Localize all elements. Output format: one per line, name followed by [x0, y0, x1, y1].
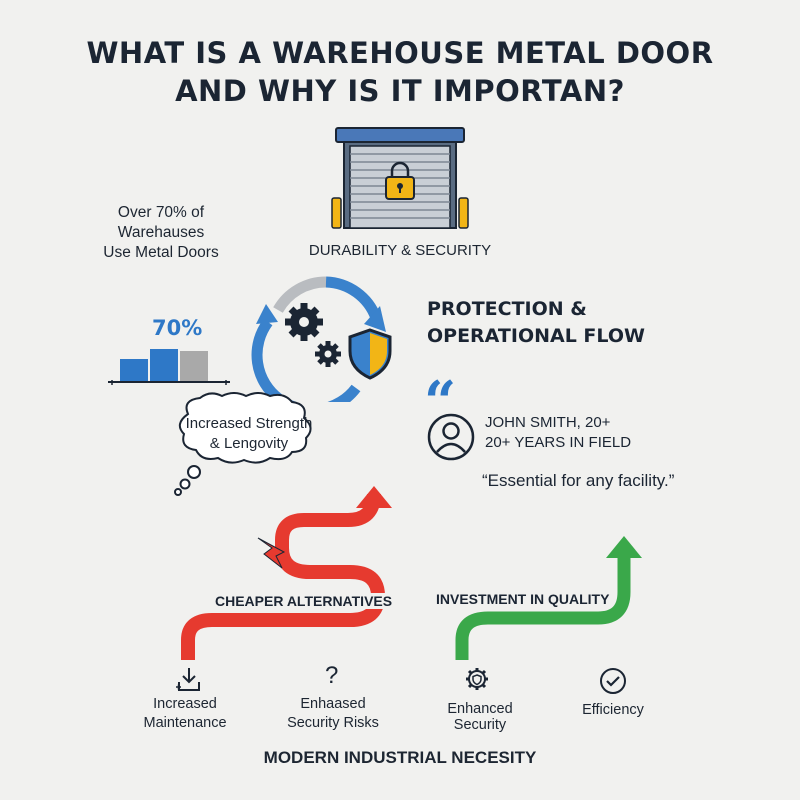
page-title: WHAT IS A WAREHOUSE METAL DOOR AND WHY I… — [0, 34, 800, 110]
shield-icon — [348, 328, 392, 380]
maintenance-line-1: Increased — [153, 696, 217, 712]
stat-text: Over 70% of Warehauses Use Metal Doors — [96, 203, 226, 263]
stat-bar — [150, 349, 178, 381]
stat-percent-label: 70% — [152, 316, 203, 340]
stat-line-2: Warehauses — [117, 224, 205, 241]
gear-small-icon — [315, 341, 341, 367]
protection-line-1: PROTECTION & — [427, 298, 587, 320]
green-path-arrow — [455, 536, 642, 660]
outcome-increased-maintenance: Increased Maintenance — [130, 695, 240, 733]
door-caption: DURABILITY & SECURITY — [308, 242, 492, 259]
warehouse-door-icon — [331, 127, 469, 229]
stat-line-3: Use Metal Doors — [103, 244, 219, 261]
testimonial-role: 20+ YEARS IN FIELD — [485, 434, 632, 451]
thought-bubble — [174, 392, 312, 496]
testimonial-author: JOHN SMITH, 20+ 20+ YEARS IN FIELD — [485, 413, 631, 453]
risks-line-2: Security Risks — [287, 715, 379, 731]
thought-line-2: & Lengovity — [209, 435, 289, 452]
stat-bar — [120, 359, 148, 381]
check-circle-icon — [600, 668, 626, 694]
thought-bubble-text: Increased Strength & Lengovity — [174, 414, 324, 454]
gear-icon — [285, 303, 323, 341]
quote-mark-icon: “ — [424, 369, 457, 435]
testimonial-quote: “Essential for any facility.” — [482, 471, 675, 490]
protection-line-2: OPERATIONAL FLOW — [427, 325, 645, 347]
cheaper-alternatives-label: CHEAPER ALTERNATIVES — [212, 593, 396, 609]
investment-label: INVESTMENT IN QUALITY — [436, 591, 610, 607]
gear-shield-icon — [466, 668, 488, 690]
risks-line-1: Enhaased — [300, 696, 366, 712]
thought-line-1: Increased Strength — [185, 415, 313, 432]
title-line-2: AND WHY IS IT IMPORTAN? — [175, 74, 625, 108]
operational-cycle-icon — [251, 276, 392, 402]
download-tray-icon — [176, 668, 200, 691]
person-avatar-icon — [427, 413, 475, 461]
outcome-enhanced-security: Enhanced Security — [447, 701, 513, 733]
question-mark-icon: ? — [325, 662, 339, 689]
bar-chart-icon — [108, 349, 230, 385]
stat-line-1: Over 70% of — [117, 204, 205, 221]
outcome-security-risks: Enhaased Security Risks — [278, 695, 388, 733]
testimonial-name: JOHN SMITH, 20+ — [485, 414, 611, 431]
red-path-arrow — [181, 486, 392, 660]
title-line-1: WHAT IS A WAREHOUSE METAL DOOR — [86, 36, 714, 70]
maintenance-line-2: Maintenance — [143, 715, 227, 731]
outcome-efficiency: Efficiency — [582, 702, 644, 718]
footer-caption: MODERN INDUSTRIAL NECESITY — [263, 748, 537, 767]
stat-bar — [180, 351, 208, 381]
protection-heading: PROTECTION & OPERATIONAL FLOW — [427, 296, 645, 350]
